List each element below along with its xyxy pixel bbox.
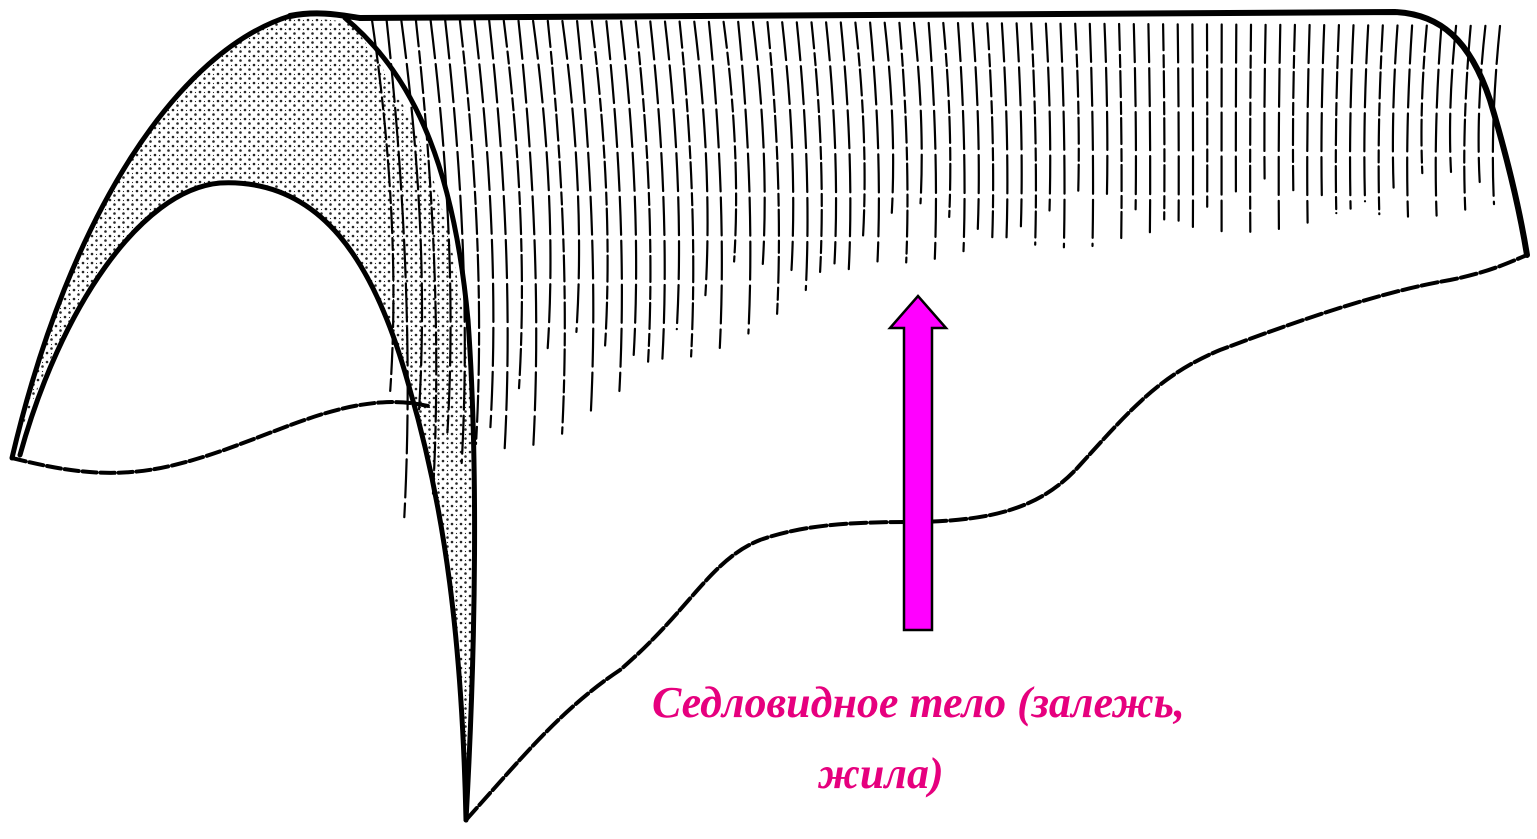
hatch-stroke <box>1393 26 1398 188</box>
hatch-stroke <box>606 21 621 391</box>
flank-hatching <box>372 20 1500 517</box>
hatch-stroke <box>973 23 979 229</box>
caption-line-1: Седловидное тело (залежь, <box>652 681 1185 725</box>
hatch-stroke <box>1061 24 1065 248</box>
hatch-stroke <box>1250 25 1251 232</box>
hatch-stroke <box>1031 24 1036 245</box>
hatch-stroke <box>504 21 522 389</box>
hatch-stroke <box>782 22 793 270</box>
hatch-stroke <box>1321 25 1324 200</box>
hatch-stroke <box>826 22 836 263</box>
hatch-stroke <box>1090 24 1093 246</box>
hatch-stroke <box>1163 24 1164 219</box>
hatch-stroke <box>1075 24 1079 194</box>
hatch-stroke <box>1105 24 1108 197</box>
hatch-stroke <box>885 23 893 213</box>
flank-base-wave <box>466 255 1527 820</box>
hatch-stroke <box>650 22 664 359</box>
hatch-stroke <box>1336 25 1339 213</box>
hatch-stroke <box>1364 25 1368 201</box>
hatch-stroke <box>724 22 737 262</box>
hatch-stroke <box>812 22 822 272</box>
hatch-stroke <box>987 23 993 240</box>
hatch-stroke <box>1264 25 1265 179</box>
hatch-stroke <box>709 22 722 348</box>
hatch-stroke <box>929 23 936 259</box>
hatch-stroke <box>899 23 907 263</box>
hatch-stroke <box>1421 26 1426 174</box>
hatch-stroke <box>738 22 750 334</box>
hatch-stroke <box>1450 26 1456 172</box>
hatch-stroke <box>1293 25 1295 190</box>
hatch-stroke <box>1192 24 1193 227</box>
hatch-stroke <box>1134 24 1136 209</box>
hatch-stroke <box>680 22 694 357</box>
hatch-stroke <box>1479 26 1486 182</box>
hatch-stroke <box>958 23 965 251</box>
hatch-stroke <box>768 22 779 314</box>
hatch-stroke <box>914 23 922 203</box>
hatch-stroke <box>1407 26 1412 217</box>
up-arrow-icon <box>890 296 946 630</box>
hatch-stroke <box>797 22 808 290</box>
hatch-stroke <box>1307 25 1309 223</box>
hatch-stroke <box>621 21 636 355</box>
hatch-stroke <box>1178 24 1179 220</box>
left-base-wave <box>12 402 428 473</box>
hatch-stroke <box>636 21 651 361</box>
hatch-stroke <box>1002 23 1007 238</box>
hatch-stroke <box>1379 25 1383 214</box>
stippled-cross-section <box>12 16 476 820</box>
hatch-stroke <box>1119 24 1122 241</box>
hatch-stroke <box>1046 24 1050 211</box>
hatch-stroke <box>855 23 864 236</box>
hatch-stroke <box>562 21 579 332</box>
hatch-stroke <box>694 22 707 296</box>
hatch-stroke <box>1279 25 1281 229</box>
hatch-stroke <box>1350 25 1353 209</box>
hatch-stroke <box>870 23 879 262</box>
hatch-stroke <box>665 22 679 330</box>
hatch-stroke <box>943 23 950 217</box>
hatch-stroke <box>1017 23 1022 226</box>
hatch-stroke <box>841 23 851 270</box>
caption-line-2: жила) <box>818 752 944 796</box>
hatch-stroke <box>1436 26 1442 216</box>
hatch-stroke <box>1148 24 1150 232</box>
hatch-stroke <box>753 22 765 264</box>
